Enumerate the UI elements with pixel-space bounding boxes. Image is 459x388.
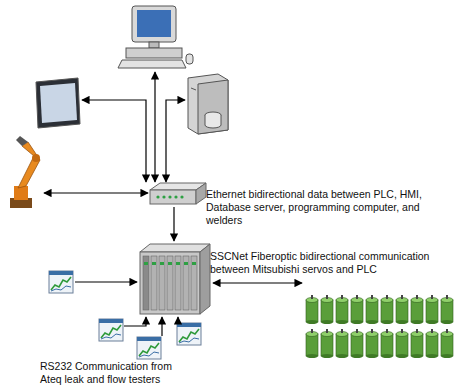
plc-led (144, 262, 148, 265)
plc-module (191, 256, 197, 310)
welding-robot (10, 136, 40, 208)
servo-motor (321, 329, 333, 358)
plc-led (192, 262, 196, 265)
hmi-monitor (36, 78, 80, 128)
servo-motor (411, 295, 423, 324)
servo-motor (306, 329, 318, 358)
plc-module (183, 256, 189, 310)
servo-motor (396, 295, 408, 324)
plc-module (167, 256, 173, 310)
plc-led (168, 262, 172, 265)
plc-rack (140, 244, 210, 314)
servo-motor (321, 295, 333, 324)
servo-motor (426, 329, 438, 358)
plc-module (175, 256, 181, 310)
programming-computer (118, 6, 193, 68)
ethernet-switch (150, 183, 206, 204)
plc-module (159, 256, 165, 310)
servo-motor (336, 295, 348, 324)
servo-motor (441, 295, 453, 324)
annotation-label: Ethernet bidirectional data between PLC,… (206, 188, 454, 227)
servo-motor (441, 329, 453, 358)
plc-module (143, 256, 149, 310)
servo-motor (411, 329, 423, 358)
servo-motor (336, 329, 348, 358)
annotation-label: RS232 Communication from Ateq leak and f… (40, 360, 190, 386)
plc-led (160, 262, 164, 265)
servo-motor (366, 329, 378, 358)
servo-motor (366, 295, 378, 324)
servo-motor (381, 329, 393, 358)
servo-motor (351, 329, 363, 358)
ateq-testers (49, 271, 201, 359)
plc-led (184, 262, 188, 265)
servo-motor (381, 295, 393, 324)
servo-motor (426, 295, 438, 324)
servo-motors (306, 295, 453, 358)
plc-led (152, 262, 156, 265)
servo-motor (306, 295, 318, 324)
plc-module (151, 256, 157, 310)
database-server (188, 74, 228, 134)
servo-motor (396, 329, 408, 358)
servo-motor (351, 295, 363, 324)
annotation-label: SSCNet Fiberoptic bidirectional communic… (210, 250, 454, 276)
plc-led (176, 262, 180, 265)
